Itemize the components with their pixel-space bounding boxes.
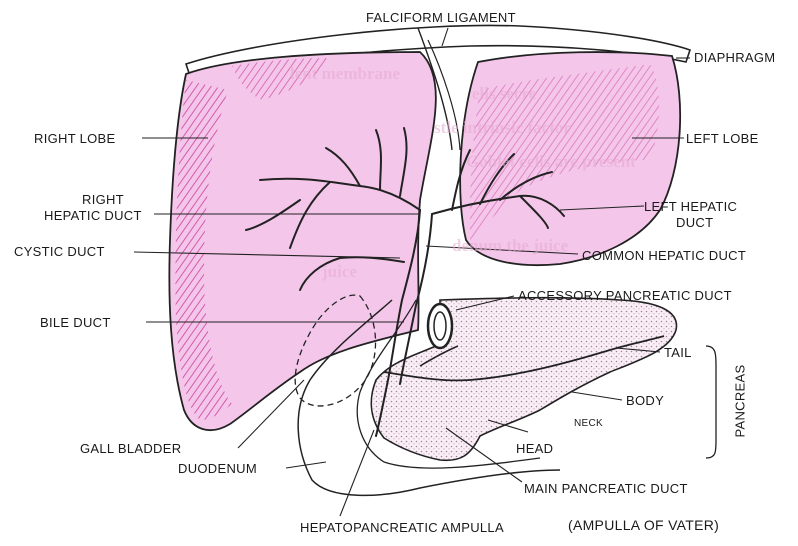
- label-bile-duct: BILE DUCT: [40, 315, 111, 330]
- label-right-lobe: RIGHT LOBE: [34, 131, 116, 146]
- pancreas-bracket: [706, 346, 716, 458]
- label-ampulla-of-vater: (AMPULLA OF VATER): [568, 518, 719, 533]
- bleed-text: Goblet cells are present: [466, 152, 636, 172]
- label-diaphragm: DIAPHRAGM: [694, 50, 775, 65]
- label-pancreas: PANCREAS: [733, 366, 748, 438]
- label-left-hepatic-duct-1: LEFT HEPATIC: [644, 199, 737, 214]
- label-left-lobe: LEFT LOBE: [686, 131, 759, 146]
- label-right-hepatic-duct-2: HEPATIC DUCT: [44, 208, 142, 223]
- bleed-text: lent membrane: [290, 64, 400, 84]
- label-accessory-pancreatic-duct: ACCESSORY PANCREATIC DUCT: [518, 288, 732, 303]
- label-common-hepatic-duct: COMMON HEPATIC DUCT: [582, 248, 746, 263]
- label-left-hepatic-duct-2: DUCT: [676, 215, 713, 230]
- bleed-text: juice: [322, 262, 357, 282]
- label-hepatopancreatic-ampulla: HEPATOPANCREATIC AMPULLA: [300, 520, 504, 535]
- bleed-text: ells secre: [472, 84, 536, 104]
- bleed-text: denum the juice: [452, 236, 568, 256]
- label-cystic-duct: CYSTIC DUCT: [14, 244, 105, 259]
- label-head: HEAD: [516, 441, 553, 456]
- label-main-pancreatic-duct: MAIN PANCREATIC DUCT: [524, 481, 688, 496]
- label-neck: NECK: [574, 416, 603, 431]
- label-duodenum: DUODENUM: [178, 461, 257, 476]
- label-right-hepatic-duct-1: RIGHT: [58, 192, 148, 207]
- label-body: BODY: [626, 393, 664, 408]
- label-falciform-ligament: FALCIFORM LIGAMENT: [366, 10, 516, 25]
- label-tail: TAIL: [664, 345, 692, 360]
- label-gall-bladder: GALL BLADDER: [80, 441, 181, 456]
- bleed-text: stle intrinsic factor: [434, 118, 571, 138]
